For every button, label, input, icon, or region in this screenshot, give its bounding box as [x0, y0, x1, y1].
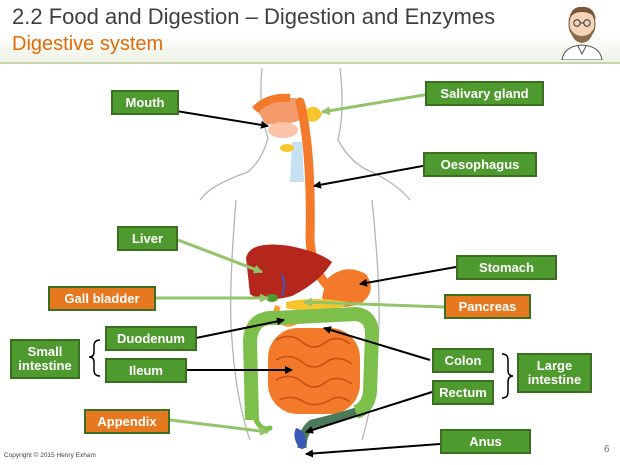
pharynx-shape — [252, 93, 291, 113]
stomach-label: Stomach — [456, 255, 557, 280]
colon-label: Colon — [432, 348, 494, 373]
slide-header: 2.2 Food and Digestion – Digestion and E… — [0, 0, 620, 64]
mouth-label: Mouth — [111, 90, 179, 115]
salivary-gland-lower — [280, 144, 294, 152]
copyright-text: Copyright © 2015 Henry Exham — [4, 452, 96, 459]
pancreas-label: Pancreas — [444, 294, 531, 319]
appendix-label: Appendix — [84, 409, 170, 434]
salivary-gland-shape — [306, 106, 322, 122]
ileum-label: Ileum — [105, 358, 187, 383]
small-intestine-label: Small intestine — [10, 339, 80, 379]
teacher-avatar-icon — [561, 6, 603, 60]
large-intestine-label: Large intestine — [517, 353, 592, 393]
liver-shape — [246, 244, 332, 300]
liver-label: Liver — [117, 226, 178, 251]
tongue-shape — [268, 122, 298, 138]
anus-label: Anus — [440, 429, 531, 454]
page-number: 6 — [604, 444, 610, 455]
large-intestine-brace — [501, 353, 514, 399]
slide-title: 2.2 Food and Digestion – Digestion and E… — [12, 4, 496, 29]
small-intestine-shape — [268, 328, 360, 414]
slide-subtitle: Digestive system — [12, 33, 164, 55]
oesophagus-label: Oesophagus — [423, 152, 537, 177]
anus-shape — [294, 428, 306, 449]
mouth-region — [258, 97, 307, 125]
bile-duct — [281, 273, 285, 297]
large-intestine-shape — [243, 307, 379, 421]
rectum-label: Rectum — [432, 380, 494, 405]
duodenum-label: Duodenum — [105, 326, 197, 351]
stomach-shape — [322, 269, 371, 307]
gall-bladder-shape — [266, 294, 278, 302]
salivary-gland-label: Salivary gland — [425, 81, 544, 106]
gall-bladder-label: Gall bladder — [48, 286, 156, 311]
label-arrows — [156, 92, 457, 458]
small-intestine-brace — [88, 339, 101, 377]
trachea-shape — [290, 142, 304, 182]
appendix-shape — [253, 417, 273, 432]
